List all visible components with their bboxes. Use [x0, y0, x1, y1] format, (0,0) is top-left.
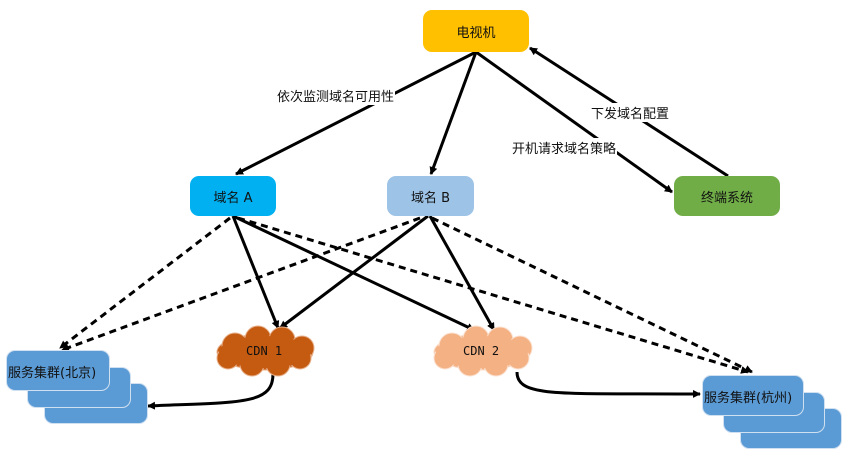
edge-label-dispatch-config: 下发域名配置 [590, 103, 671, 122]
edge-label-monitor: 依次监测域名可用性 [276, 86, 396, 105]
domain-a-label: 域名 A [213, 190, 253, 206]
edge-cdn2-hangzhou [515, 371, 701, 398]
cluster-hangzhou-label: 服务集群(杭州) [704, 391, 793, 406]
cdn2-label: CDN 2 [463, 344, 500, 358]
domain-b-node[interactable]: 域名 B [387, 176, 474, 216]
terminal-system-node[interactable]: 终端系统 [674, 176, 780, 216]
edge-domain-a-hangzhou [237, 216, 749, 374]
tv-node[interactable]: 电视机 [423, 10, 529, 52]
edge-cdn1-beijing [147, 373, 275, 410]
edge-domain-a-cdn1 [231, 215, 280, 329]
edge-domain-b-beijing [61, 216, 421, 352]
domain-b-label: 域名 B [410, 190, 451, 206]
edge-label-boot-request: 开机请求域名策略 [511, 138, 618, 157]
terminal-system-label: 终端系统 [700, 190, 753, 206]
domain-a-node[interactable]: 域名 A [190, 176, 276, 216]
edge-tv-domain-b [429, 51, 478, 175]
edge-tv-domain-a [235, 50, 477, 176]
edge-tv-terminal [475, 50, 673, 194]
edge-domain-a-beijing [59, 216, 231, 350]
cluster-beijing-layer-1 [6, 350, 110, 391]
edge-domain-b-cdn2 [428, 215, 496, 331]
tv-label: 电视机 [456, 25, 496, 41]
cluster-beijing-label: 服务集群(北京) [8, 366, 97, 381]
edge-domain-b-cdn1 [279, 214, 429, 330]
cluster-hangzhou-layer-1 [702, 375, 804, 416]
cdn1-label: CDN 1 [246, 344, 283, 358]
